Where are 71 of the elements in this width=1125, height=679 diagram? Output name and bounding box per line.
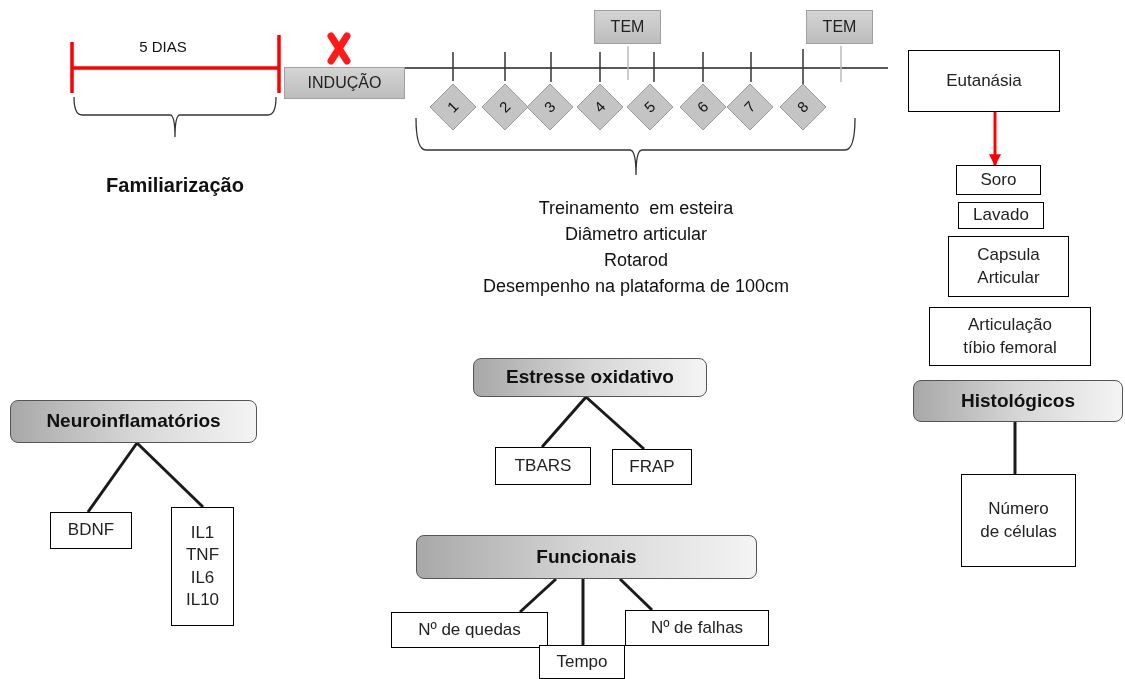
item-box	[612, 449, 692, 485]
stage-box	[284, 67, 405, 99]
session-number: 1	[442, 96, 463, 118]
item-box	[948, 236, 1069, 297]
item-box	[495, 447, 591, 485]
category-title: Funcionais	[536, 544, 637, 569]
stage-box	[594, 10, 661, 44]
category-header	[913, 380, 1123, 422]
item-box	[171, 507, 234, 626]
item-box	[50, 512, 132, 549]
item-box	[539, 645, 625, 679]
box-label: TBARS	[514, 454, 572, 477]
connector-line	[1013, 422, 1017, 474]
session-diamond	[576, 83, 624, 131]
stage-box	[806, 10, 873, 44]
activity-label: Rotarod	[604, 249, 668, 272]
session-number: 5	[639, 96, 660, 118]
category-header	[10, 400, 257, 443]
box-label: Nº de falhas	[650, 616, 744, 639]
box-label: Articulação tíbio femoral	[962, 314, 1058, 359]
item-box	[908, 50, 1060, 112]
category-title: Neuroinflamatórios	[46, 409, 221, 434]
item-box	[625, 610, 769, 646]
connector-line	[585, 395, 645, 451]
category-header	[473, 358, 707, 397]
box-label: Soro	[980, 168, 1017, 191]
connector-line	[618, 577, 654, 612]
item-box	[929, 307, 1091, 366]
session-diamond	[726, 83, 774, 131]
session-diamond	[679, 83, 727, 131]
box-label: Número de células	[980, 498, 1057, 543]
box-label: TEM	[610, 17, 645, 37]
category-title: Histológicos	[961, 388, 1075, 413]
box-label: Tempo	[556, 650, 608, 673]
arrow	[989, 112, 1001, 167]
item-box	[391, 612, 548, 648]
connector-line	[135, 441, 205, 509]
box-label: Lavado	[973, 204, 1029, 227]
session-diamond	[779, 83, 827, 131]
session-number: 6	[692, 96, 713, 118]
session-number: 4	[589, 96, 610, 118]
session-number: 3	[539, 96, 560, 118]
connector-line	[581, 579, 585, 645]
activity-label: Diâmetro articular	[565, 223, 707, 246]
session-diamond	[429, 83, 477, 131]
category-header	[416, 535, 757, 579]
item-box	[961, 474, 1076, 567]
box-label: BDNF	[67, 519, 115, 542]
box-label: FRAP	[629, 455, 675, 478]
activity-label: Treinamento em esteira	[538, 197, 734, 220]
box-label: Nº de quedas	[418, 618, 521, 641]
box-label: IL1 TNF IL6 IL10	[184, 522, 221, 611]
category-title: Estresse oxidativo	[506, 365, 674, 390]
box-label: Eutanásia	[946, 69, 1022, 92]
item-box	[956, 165, 1041, 195]
item-box	[958, 202, 1044, 229]
connector-line	[86, 442, 139, 513]
box-label: Capsula Articular	[976, 244, 1041, 289]
session-diamond	[626, 83, 674, 131]
duration-label: 5 DIAS	[139, 37, 187, 57]
session-number: 2	[494, 96, 515, 118]
box-label: INDUÇÃO	[307, 72, 382, 93]
connector-line	[519, 577, 557, 614]
connector-line	[540, 396, 588, 448]
activity-label: Desempenho na plataforma de 100cm	[482, 275, 790, 298]
box-label: TEM	[822, 17, 857, 37]
session-number: 7	[739, 96, 760, 118]
session-number: 8	[792, 96, 813, 118]
phase-label: Familiarização	[106, 173, 244, 198]
session-diamond	[481, 83, 529, 131]
session-diamond	[526, 83, 574, 131]
